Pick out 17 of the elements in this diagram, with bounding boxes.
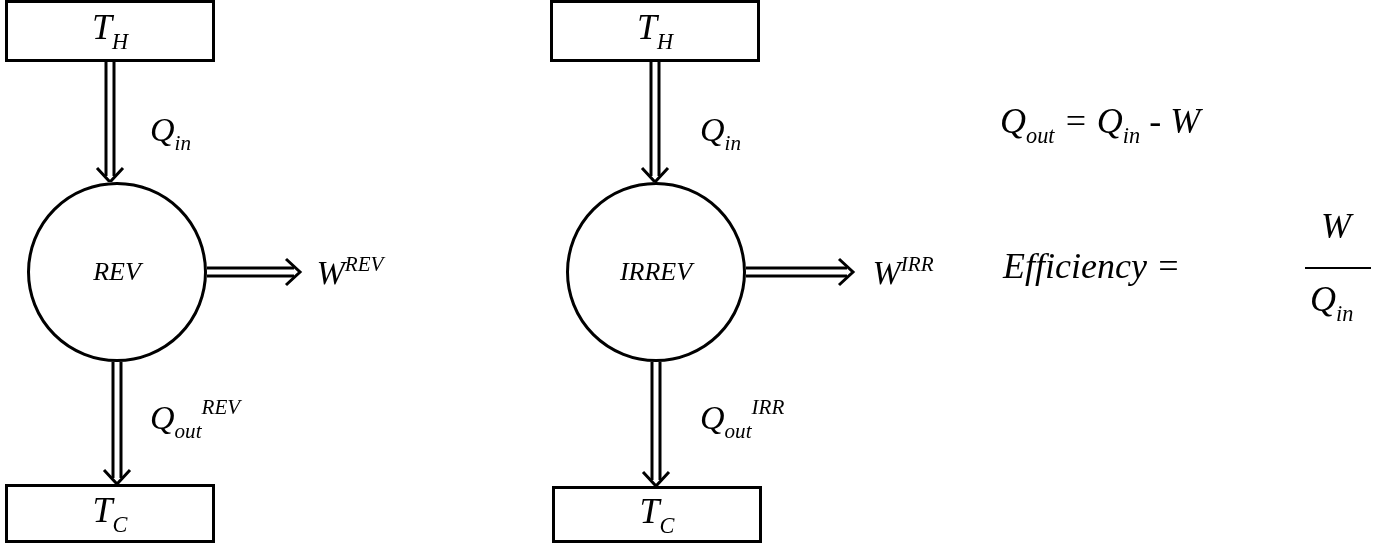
engine-circle: REV — [27, 182, 207, 362]
work-label: W$^{REV}$ — [300, 250, 400, 294]
temperature-box: T$_{C}$ — [552, 486, 762, 543]
temperature-box: T$_{H}$ — [5, 0, 215, 62]
double-arrow — [640, 62, 670, 184]
double-arrow — [746, 257, 855, 287]
equation-text: Efficiency = — [1003, 245, 1181, 288]
equation-text: Q$_{in}$ — [1310, 278, 1354, 328]
double-arrow — [641, 362, 671, 488]
temperature-box: T$_{C}$ — [5, 484, 215, 543]
double-arrow — [102, 362, 132, 486]
temperature-box: T$_{H}$ — [550, 0, 760, 62]
equation-text: Q$_{out}$ = Q$_{in}$ - W — [1000, 100, 1201, 150]
work-label: W$^{IRR}$ — [853, 250, 953, 294]
double-arrow — [207, 257, 302, 287]
engine-circle: IRREV — [566, 182, 746, 362]
double-arrow — [95, 62, 125, 184]
